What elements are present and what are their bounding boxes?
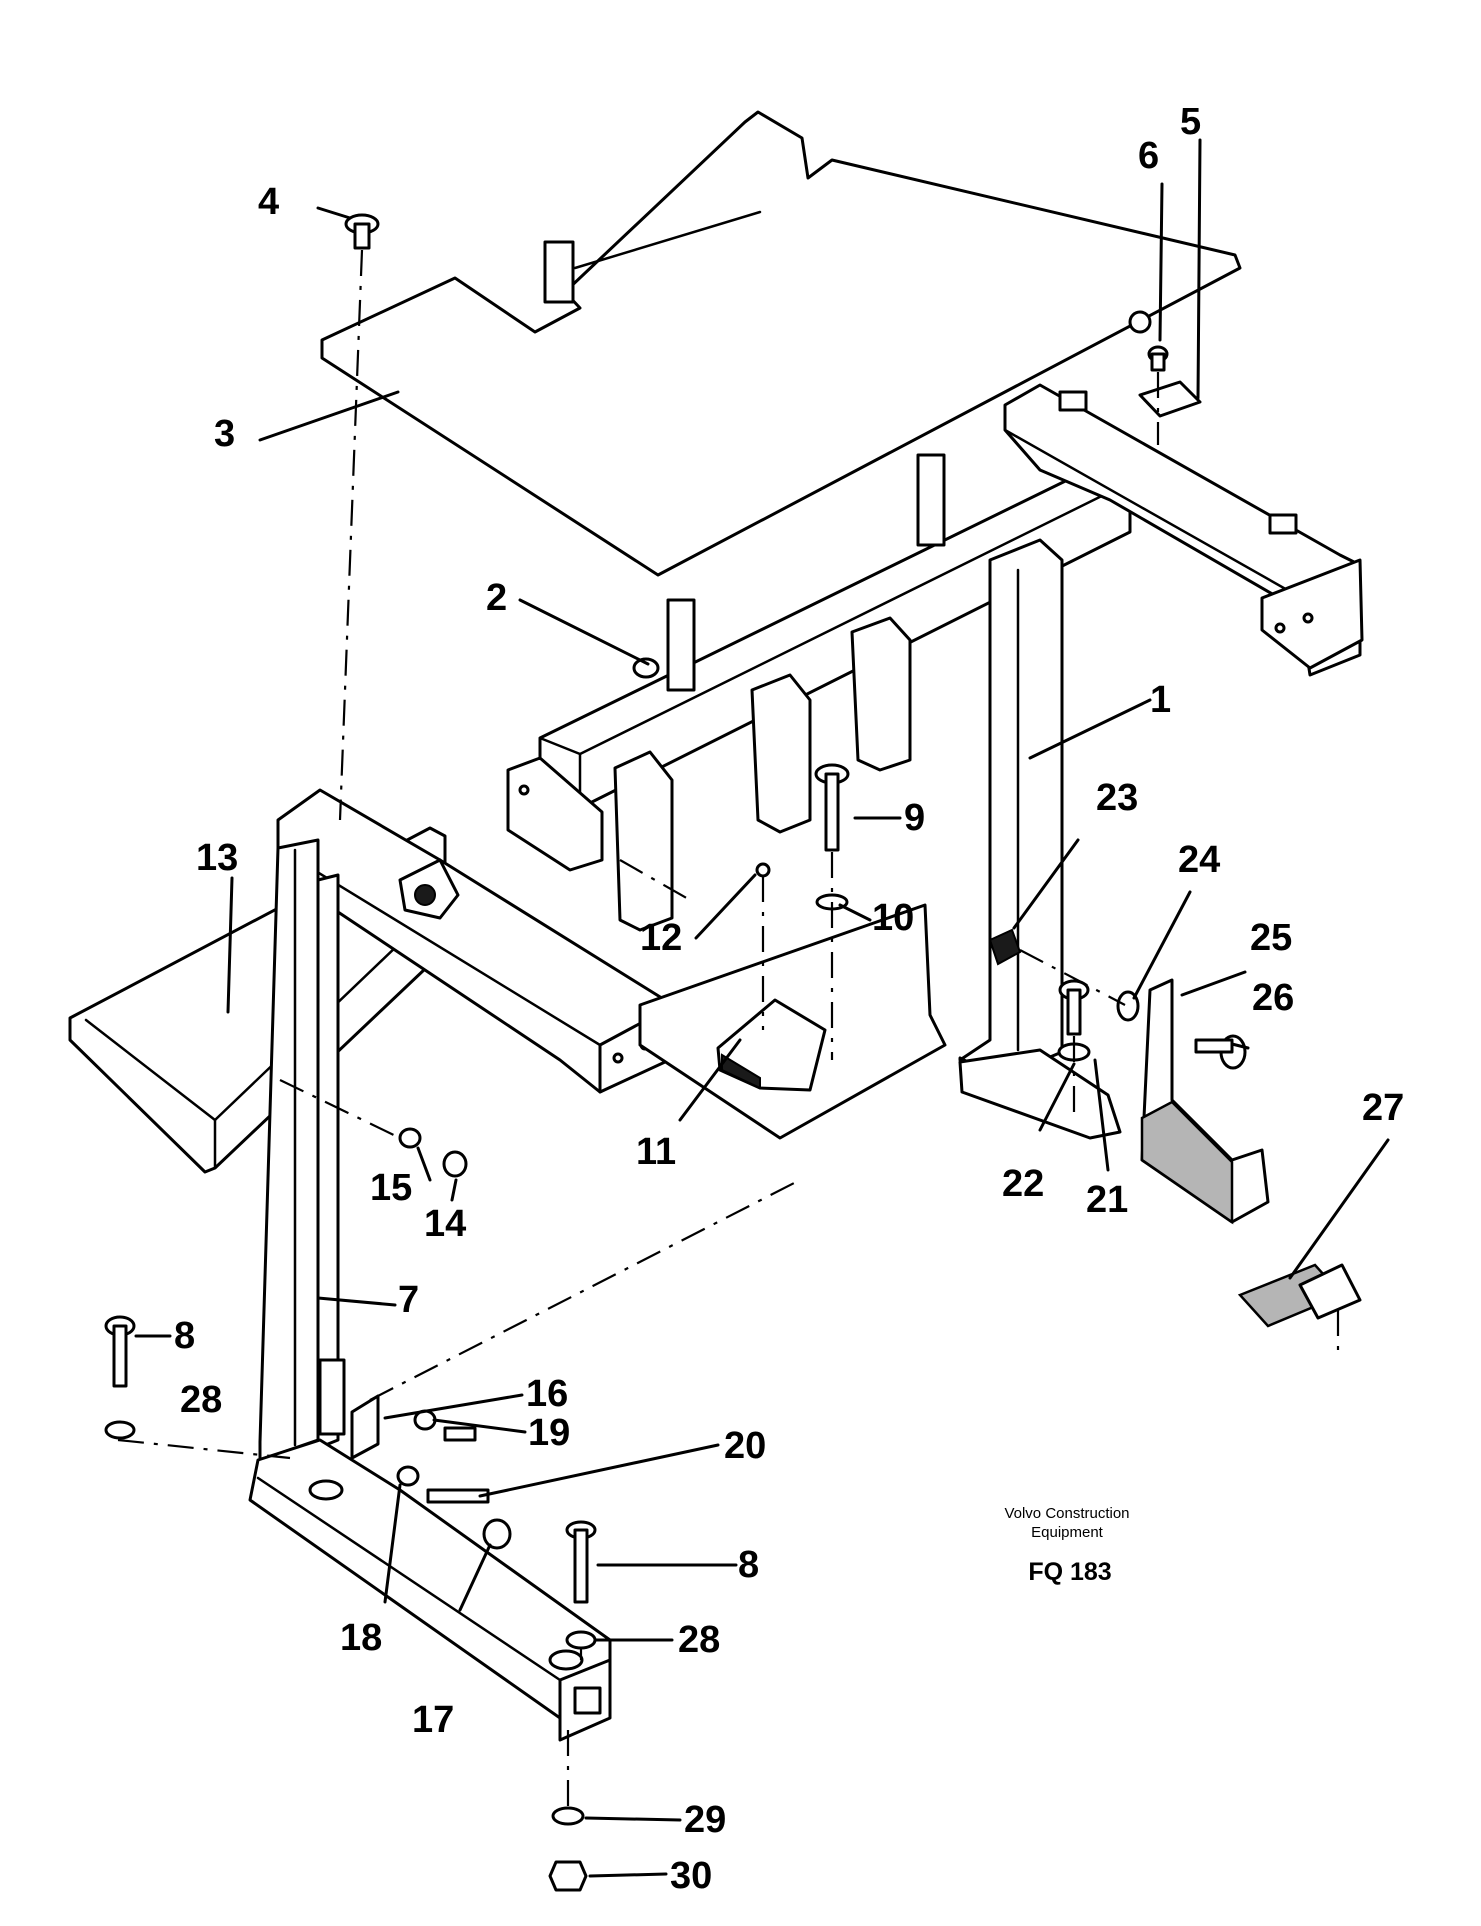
callout-25: 25 bbox=[1250, 917, 1292, 959]
callout-17: 17 bbox=[412, 1699, 454, 1741]
callout-11: 11 bbox=[636, 1131, 676, 1173]
callout-28a: 28 bbox=[180, 1379, 222, 1421]
callout-28b: 28 bbox=[678, 1619, 720, 1661]
floor-plate bbox=[320, 110, 1242, 577]
main-frame bbox=[506, 383, 1364, 1140]
callout-19: 19 bbox=[528, 1412, 570, 1454]
callout-27: 27 bbox=[1362, 1087, 1404, 1129]
callout-4: 4 bbox=[258, 181, 279, 223]
caption-company-line2: Equipment bbox=[1031, 1524, 1104, 1541]
callout-10: 10 bbox=[872, 897, 914, 939]
callout-13: 13 bbox=[196, 837, 238, 879]
leader-lines bbox=[134, 138, 1390, 1878]
callout-1: 1 bbox=[1150, 679, 1171, 721]
callout-24: 24 bbox=[1178, 839, 1220, 881]
block-11 bbox=[638, 903, 947, 1140]
callout-23: 23 bbox=[1096, 777, 1138, 819]
callout-20: 20 bbox=[724, 1425, 766, 1467]
caption-figure-code: FQ 183 bbox=[1028, 1558, 1111, 1586]
callout-9: 9 bbox=[904, 797, 925, 839]
callout-22: 22 bbox=[1002, 1163, 1044, 1205]
callout-26: 26 bbox=[1252, 977, 1294, 1019]
callout-15: 15 bbox=[370, 1167, 412, 1209]
callout-8a: 8 bbox=[174, 1315, 195, 1357]
clamp-bracket bbox=[1140, 978, 1362, 1328]
callout-30: 30 bbox=[670, 1855, 712, 1897]
assembly-lines bbox=[117, 249, 1340, 1808]
callout-16: 16 bbox=[526, 1373, 568, 1415]
caption-company: Volvo Construction bbox=[1004, 1505, 1129, 1522]
callout-2: 2 bbox=[486, 577, 507, 619]
callout-8b: 8 bbox=[738, 1544, 759, 1586]
callout-5: 5 bbox=[1180, 101, 1201, 143]
callout-6: 6 bbox=[1138, 135, 1159, 177]
callout-18: 18 bbox=[340, 1617, 382, 1659]
callout-12: 12 bbox=[640, 917, 682, 959]
callout-14: 14 bbox=[424, 1203, 466, 1245]
callout-3: 3 bbox=[214, 413, 235, 455]
callout-7: 7 bbox=[398, 1279, 419, 1321]
callout-labels: 1 2 3 4 5 6 7 8 8 9 10 11 12 13 14 15 16… bbox=[174, 101, 1404, 1897]
caption: Volvo Construction Equipment FQ 183 bbox=[1004, 1505, 1129, 1586]
front-frame bbox=[248, 788, 667, 1742]
fasteners bbox=[104, 213, 1247, 1892]
callout-29: 29 bbox=[684, 1799, 726, 1841]
callout-21: 21 bbox=[1086, 1179, 1128, 1221]
